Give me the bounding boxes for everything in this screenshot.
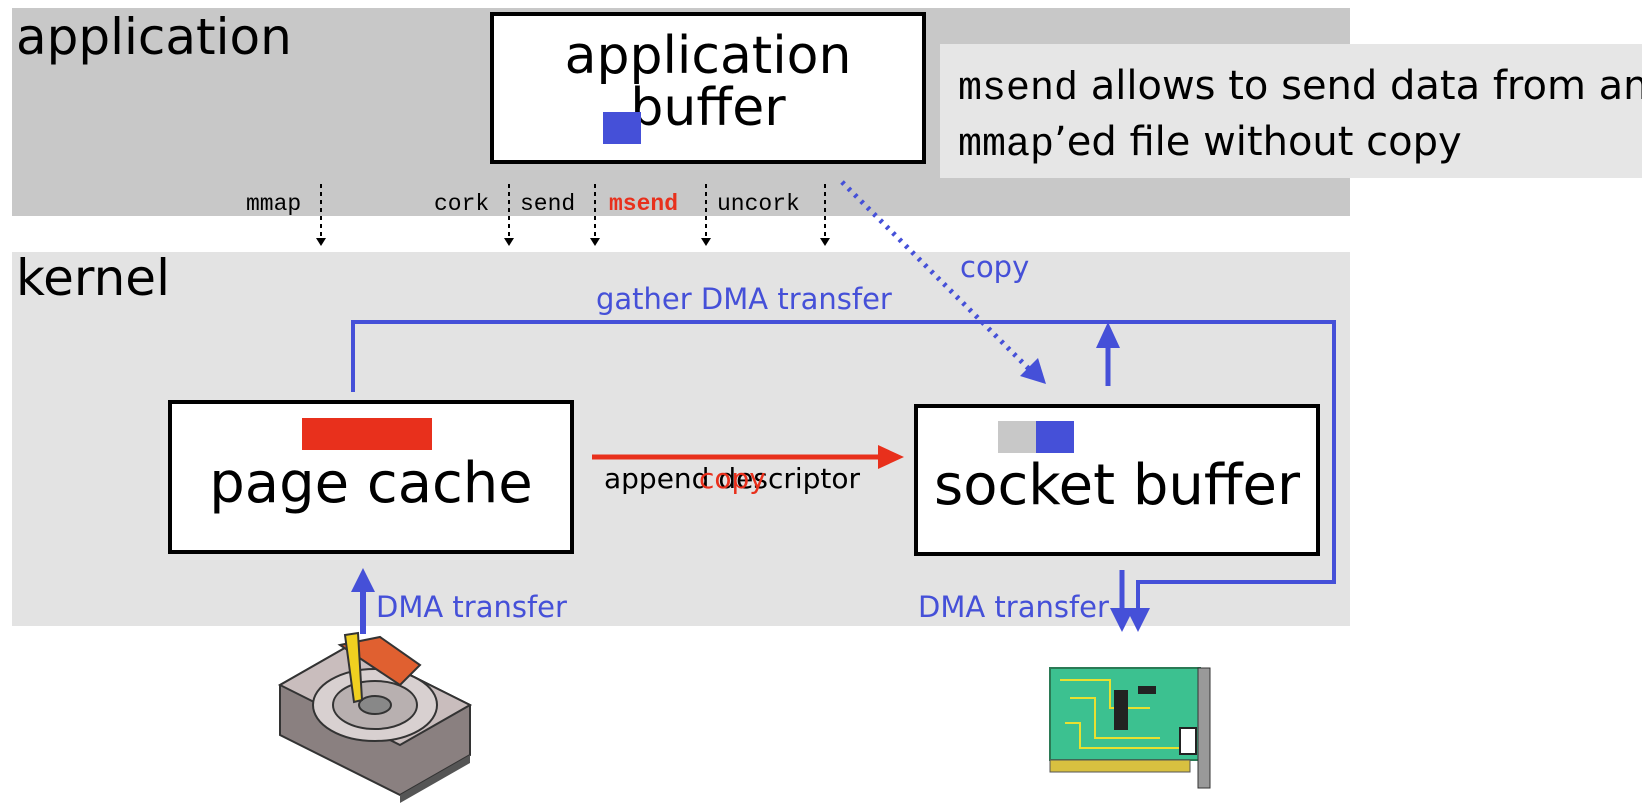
note-box: msend allows to send data from an mmap’e… xyxy=(940,44,1642,178)
syscall-uncork: uncork xyxy=(717,191,800,217)
page-cache-data-block xyxy=(302,418,432,450)
append-descriptor-label: append descriptor xyxy=(604,462,861,495)
dma-left-arrowhead xyxy=(351,568,375,592)
hard-disk-icon xyxy=(277,631,473,803)
network-card-icon xyxy=(1049,667,1211,789)
syscall-send: send xyxy=(520,191,576,217)
copy-label: copy xyxy=(960,250,1030,284)
gather-up-arrowhead xyxy=(1096,322,1120,348)
note-line-2: mmap’ed file without copy xyxy=(958,122,1462,166)
dma-transfer-right-label: DMA transfer xyxy=(918,590,1109,624)
gather-dma-path xyxy=(351,320,1336,610)
socket-buffer-data-block xyxy=(1036,421,1074,453)
application-data-block xyxy=(603,112,641,144)
kernel-layer-label: kernel xyxy=(16,249,170,307)
socket-buffer-box: socket buffer xyxy=(914,404,1320,556)
gather-dma-transfer-label: gather DMA transfer xyxy=(596,282,892,316)
socket-buffer-descriptor-block xyxy=(998,421,1036,453)
page-cache-label: page cache xyxy=(209,451,533,516)
syscall-arrowheads xyxy=(316,238,830,246)
append-overlay-copy-label: copy xyxy=(699,462,766,495)
dma-right-arrowhead-2 xyxy=(1126,608,1150,632)
application-buffer-box: application buffer xyxy=(490,12,926,164)
syscall-mmap: mmap xyxy=(246,191,302,217)
note-line-1: msend allows to send data from an xyxy=(958,66,1642,110)
note-code-mmap: mmap xyxy=(958,123,1055,168)
dma-transfer-left-label: DMA transfer xyxy=(376,590,567,624)
syscall-cork: cork xyxy=(434,191,490,217)
page-cache-box: page cache xyxy=(168,400,574,554)
application-buffer-label: application buffer xyxy=(564,26,852,138)
copy-arrowhead xyxy=(1020,358,1046,384)
dma-right-arrowhead-1 xyxy=(1110,608,1134,632)
append-arrowhead xyxy=(878,445,904,469)
syscall-msend-highlighted: msend xyxy=(609,191,679,217)
syscall-arrows xyxy=(320,184,826,236)
note-code-msend: msend xyxy=(958,67,1079,112)
note-text-2: ’ed file without copy xyxy=(1054,119,1462,165)
note-text-1: allows to send data from an xyxy=(1078,63,1642,109)
application-layer-label: application xyxy=(16,8,292,66)
socket-buffer-label: socket buffer xyxy=(934,453,1300,518)
